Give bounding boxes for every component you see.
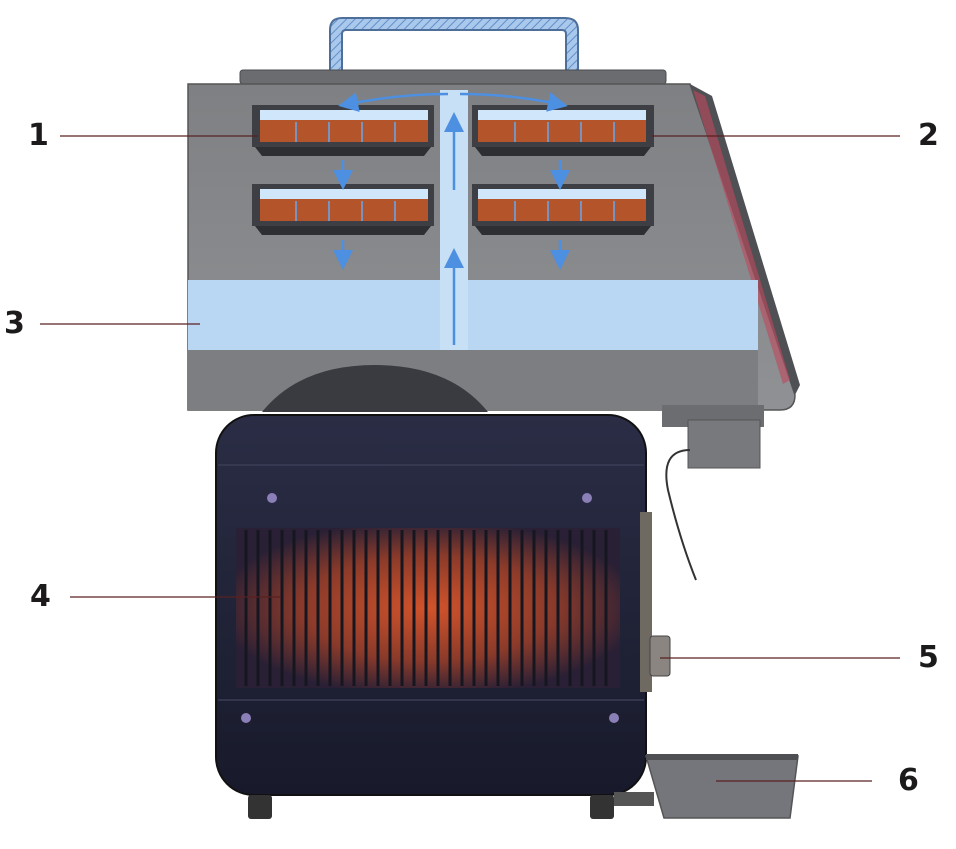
callout-2: 2 [918, 118, 939, 153]
tray-upper-right [472, 105, 654, 156]
top-lid [239, 69, 667, 85]
tray-lower-right [472, 184, 654, 235]
side-bracket [662, 405, 764, 581]
heater-grille [236, 528, 620, 688]
drip-tray [614, 754, 799, 819]
callout-1: 1 [28, 118, 49, 153]
heater-outlet-dome [262, 365, 488, 412]
callout-3: 3 [4, 306, 25, 341]
callout-5: 5 [918, 640, 939, 675]
heater-unit [215, 414, 671, 819]
carry-handle [329, 17, 579, 73]
callout-6: 6 [898, 763, 919, 798]
callout-4: 4 [30, 579, 51, 614]
grille-slots [244, 530, 608, 686]
tray-down-arrows [295, 122, 615, 221]
drying-trays [252, 105, 654, 235]
airflow-arrows [333, 92, 570, 345]
tray-upper-left [252, 105, 434, 156]
control-knob[interactable] [649, 635, 671, 677]
airflow-plenum [188, 280, 758, 350]
leader-lines [40, 135, 900, 782]
tray-lower-left [252, 184, 434, 235]
